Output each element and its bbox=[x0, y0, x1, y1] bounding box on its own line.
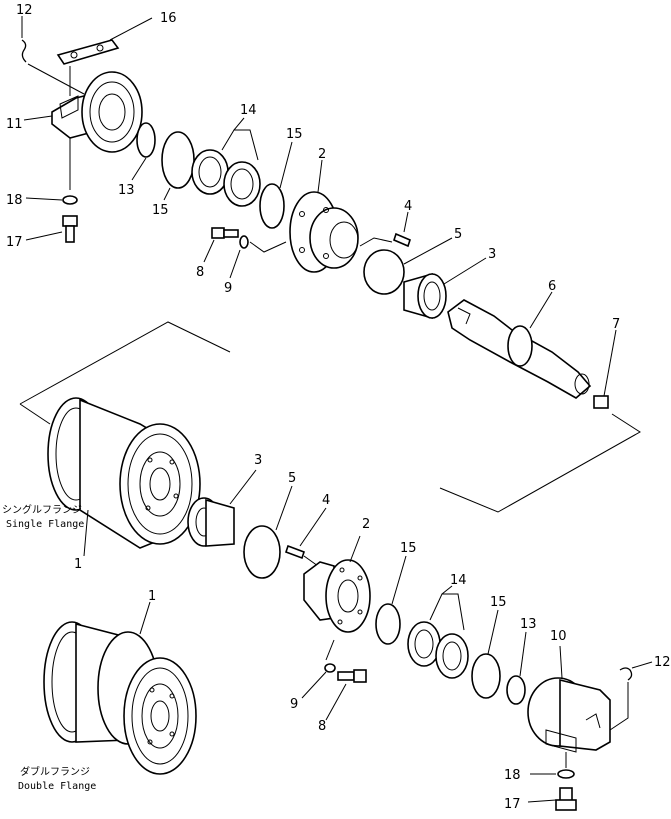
callout-17-upper: 17 bbox=[6, 235, 23, 250]
part-2-collar-2 bbox=[303, 559, 371, 633]
part-4-dowel-pin bbox=[393, 232, 411, 248]
part-9-washer bbox=[239, 235, 249, 249]
callout-8-lower: 8 bbox=[318, 719, 326, 734]
part-1-double-flange-roller bbox=[43, 621, 197, 775]
callout-2-middle: 2 bbox=[362, 517, 370, 532]
part-2-collar bbox=[289, 191, 359, 273]
callout-7: 7 bbox=[612, 317, 620, 332]
part-1-single-flange-roller bbox=[47, 397, 201, 549]
callout-18-upper: 18 bbox=[6, 193, 23, 208]
part-14-floating-seal-2 bbox=[407, 621, 469, 679]
callout-4-upper: 4 bbox=[404, 199, 412, 214]
part-5-o-ring bbox=[363, 249, 405, 295]
part-18-washer-2 bbox=[557, 769, 575, 779]
callout-12-lower: 12 bbox=[654, 655, 671, 670]
part-12-pin-2 bbox=[619, 667, 633, 681]
callout-11: 11 bbox=[6, 117, 23, 132]
part-11-collar bbox=[51, 71, 143, 153]
part-15-o-ring-3 bbox=[375, 603, 401, 645]
callout-13-lower: 13 bbox=[520, 617, 537, 632]
caption-double-flange-jp: ダブルフランジ bbox=[20, 765, 90, 778]
part-3-bushing bbox=[403, 272, 447, 320]
callout-8-upper: 8 bbox=[196, 265, 204, 280]
callout-3-upper: 3 bbox=[488, 247, 496, 262]
callout-14-upper: 14 bbox=[240, 103, 257, 118]
callout-12-upper: 12 bbox=[16, 3, 33, 18]
part-17-bolt-2 bbox=[555, 787, 577, 811]
callout-14-lower: 14 bbox=[450, 573, 467, 588]
part-6-shaft bbox=[447, 299, 592, 399]
part-15-o-ring-2 bbox=[259, 183, 285, 229]
callout-5-middle: 5 bbox=[288, 471, 296, 486]
part-15-o-ring bbox=[161, 131, 195, 189]
callout-10: 10 bbox=[550, 629, 567, 644]
callout-17-lower: 17 bbox=[504, 797, 521, 812]
part-9-washer-2 bbox=[324, 663, 336, 673]
part-5-o-ring-2 bbox=[243, 525, 281, 579]
part-3-bushing-2 bbox=[187, 497, 235, 547]
callout-5-upper: 5 bbox=[454, 227, 462, 242]
callout-3-middle: 3 bbox=[254, 453, 262, 468]
callout-9-upper: 9 bbox=[224, 281, 232, 296]
callout-4-middle: 4 bbox=[322, 493, 330, 508]
part-12-pin bbox=[21, 39, 27, 63]
part-16-plate bbox=[56, 39, 120, 65]
part-15-o-ring-4 bbox=[471, 653, 501, 699]
callout-1-single: 1 bbox=[74, 557, 82, 572]
part-10-collar bbox=[527, 677, 611, 753]
part-4-dowel-pin-2 bbox=[284, 544, 306, 560]
callout-18-lower: 18 bbox=[504, 768, 521, 783]
part-8-bolt bbox=[211, 227, 239, 239]
part-14-floating-seal bbox=[191, 149, 261, 207]
part-17-bolt bbox=[62, 215, 78, 243]
caption-single-flange-en: Single Flange bbox=[6, 519, 84, 530]
callout-15-upper-b: 15 bbox=[286, 127, 303, 142]
part-18-washer bbox=[62, 195, 78, 205]
callout-6: 6 bbox=[548, 279, 556, 294]
part-13-o-ring bbox=[136, 122, 156, 158]
callout-15-lower-b: 15 bbox=[490, 595, 507, 610]
callout-1-double: 1 bbox=[148, 589, 156, 604]
callout-2-upper: 2 bbox=[318, 147, 326, 162]
caption-single-flange-jp: シングルフランジ bbox=[2, 503, 82, 516]
part-8-bolt-2 bbox=[337, 669, 367, 683]
callout-15-lower-a: 15 bbox=[400, 541, 417, 556]
part-7-plug bbox=[593, 395, 609, 409]
part-13-o-ring-2 bbox=[506, 675, 526, 705]
callout-9-lower: 9 bbox=[290, 697, 298, 712]
callout-15-upper-a: 15 bbox=[152, 203, 169, 218]
caption-double-flange-en: Double Flange bbox=[18, 781, 96, 792]
callout-13-upper: 13 bbox=[118, 183, 135, 198]
callout-16: 16 bbox=[160, 11, 177, 26]
